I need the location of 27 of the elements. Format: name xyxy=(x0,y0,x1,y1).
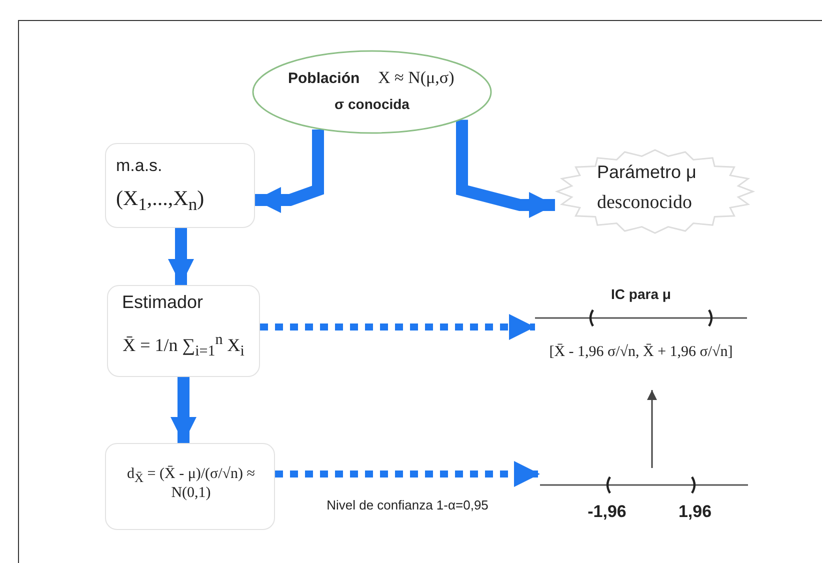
arrow xyxy=(170,377,196,443)
node-text: Parámetro μ xyxy=(597,162,696,183)
arrow xyxy=(168,228,194,285)
node-title: Estimador xyxy=(122,292,204,313)
arrow xyxy=(456,120,555,218)
node-title: IC para μ xyxy=(610,286,672,302)
node-text: σ conocida xyxy=(334,96,410,112)
dashed-arrow xyxy=(260,314,535,340)
node-title: m.a.s. xyxy=(116,156,162,176)
estimator-box xyxy=(107,285,260,377)
formula: (X$_{1}$,...,X$_{n}$) xyxy=(116,186,204,214)
arrow xyxy=(647,390,657,468)
tick-label: 1,96 xyxy=(677,502,713,522)
tick-label: -1,96 xyxy=(586,502,628,522)
population-ellipse xyxy=(252,50,492,134)
sample-box xyxy=(105,143,255,228)
formula: X̄ = 1/n ∑$_{i=1}$$^{n}$ X$_{i}$ xyxy=(122,332,246,361)
formula: d$_{X̄}$ = (X̄ - μ)/(σ/√n) ≈ N(0,1) xyxy=(126,466,256,503)
arrow xyxy=(255,130,324,213)
node-text: desconocido xyxy=(597,192,692,214)
pivot-box xyxy=(105,443,275,530)
node-title: Población xyxy=(288,70,360,88)
dashed-arrow xyxy=(275,461,540,487)
formula: [X̄ - 1,96 σ/√n, X̄ + 1,96 σ/√n] xyxy=(548,344,734,362)
edge-label: Nivel de confianza 1-α=0,95 xyxy=(324,498,490,512)
parameter-burst xyxy=(555,148,755,235)
formula: X ≈ N(μ,σ) xyxy=(378,68,454,88)
